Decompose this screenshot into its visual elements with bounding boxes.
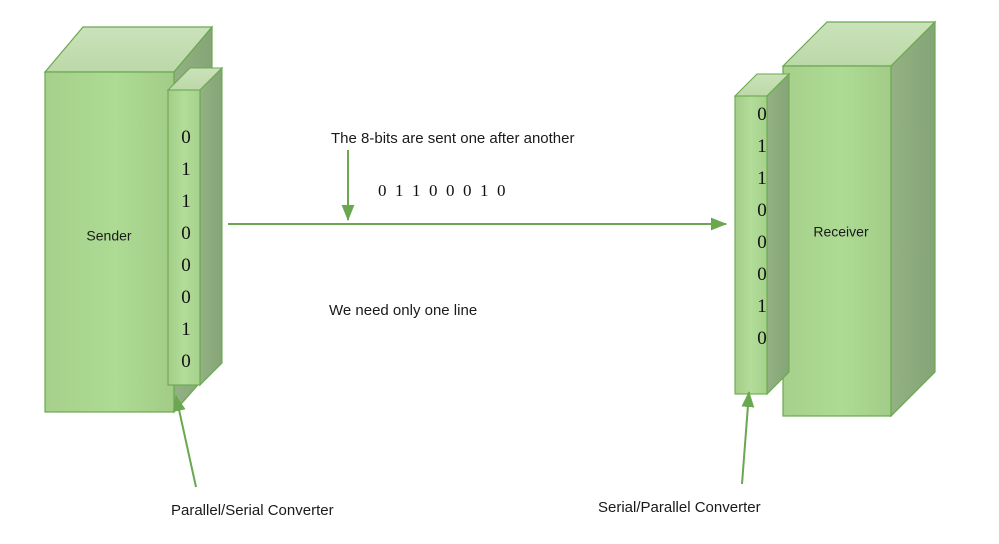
sender-group: Sender 0 1 1 0 0 0 1 0 Parallel/Serial C… (43, 25, 334, 519)
receiver-box-side-face (890, 20, 936, 418)
sender-bit-2: 1 (181, 191, 191, 212)
receiver-box[interactable]: Receiver (781, 20, 937, 418)
receiver-bit-6: 1 (757, 296, 767, 317)
sender-bit-6: 1 (181, 319, 191, 340)
sender-box-front-face (44, 71, 175, 413)
receiver-bit-7: 0 (757, 328, 767, 349)
receiver-bit-1: 1 (757, 136, 767, 157)
receiver-bits: 0 1 1 0 0 0 1 0 (757, 104, 767, 349)
receiver-bit-0: 0 (757, 104, 767, 125)
receiver-register-side-face (766, 72, 790, 396)
sender-bit-1: 1 (181, 159, 191, 180)
sender-register-side-face (199, 66, 223, 387)
receiver-register-box[interactable]: 0 1 1 0 0 0 1 0 (733, 72, 791, 396)
sender-bit-5: 0 (181, 287, 191, 308)
bit-stream-label: 0 1 1 0 0 0 1 0 (378, 181, 506, 200)
sender-register-front-face (167, 89, 201, 386)
sender-label: Sender (86, 228, 131, 244)
sender-bit-7: 0 (181, 351, 191, 372)
sender-bit-3: 0 (181, 223, 191, 244)
receiver-box-front-face (782, 65, 892, 417)
sender-register-box[interactable]: 0 1 1 0 0 0 1 0 (166, 66, 224, 387)
receiver-bit-4: 0 (757, 232, 767, 253)
receiver-register-front-face (734, 95, 768, 395)
receiver-group: Receiver 0 1 1 0 0 0 1 0 Serial/Parallel… (598, 20, 937, 516)
parallel-serial-converter-label: Parallel/Serial Converter (171, 502, 334, 519)
sender-bits: 0 1 1 0 0 0 1 0 (181, 127, 191, 372)
receiver-bit-2: 1 (757, 168, 767, 189)
sender-bit-0: 0 (181, 127, 191, 148)
bits-note-label: The 8-bits are sent one after another (331, 130, 574, 147)
transmission-line-group: The 8-bits are sent one after another 0 … (228, 130, 727, 319)
one-line-note-label: We need only one line (329, 302, 477, 319)
serial-parallel-converter-label: Serial/Parallel Converter (598, 499, 761, 516)
receiver-bit-3: 0 (757, 200, 767, 221)
sender-bit-4: 0 (181, 255, 191, 276)
parallel-serial-converter-arrow (172, 395, 197, 488)
receiver-bit-5: 0 (757, 264, 767, 285)
serial-parallel-converter-arrow (741, 391, 755, 485)
receiver-label: Receiver (813, 224, 869, 240)
